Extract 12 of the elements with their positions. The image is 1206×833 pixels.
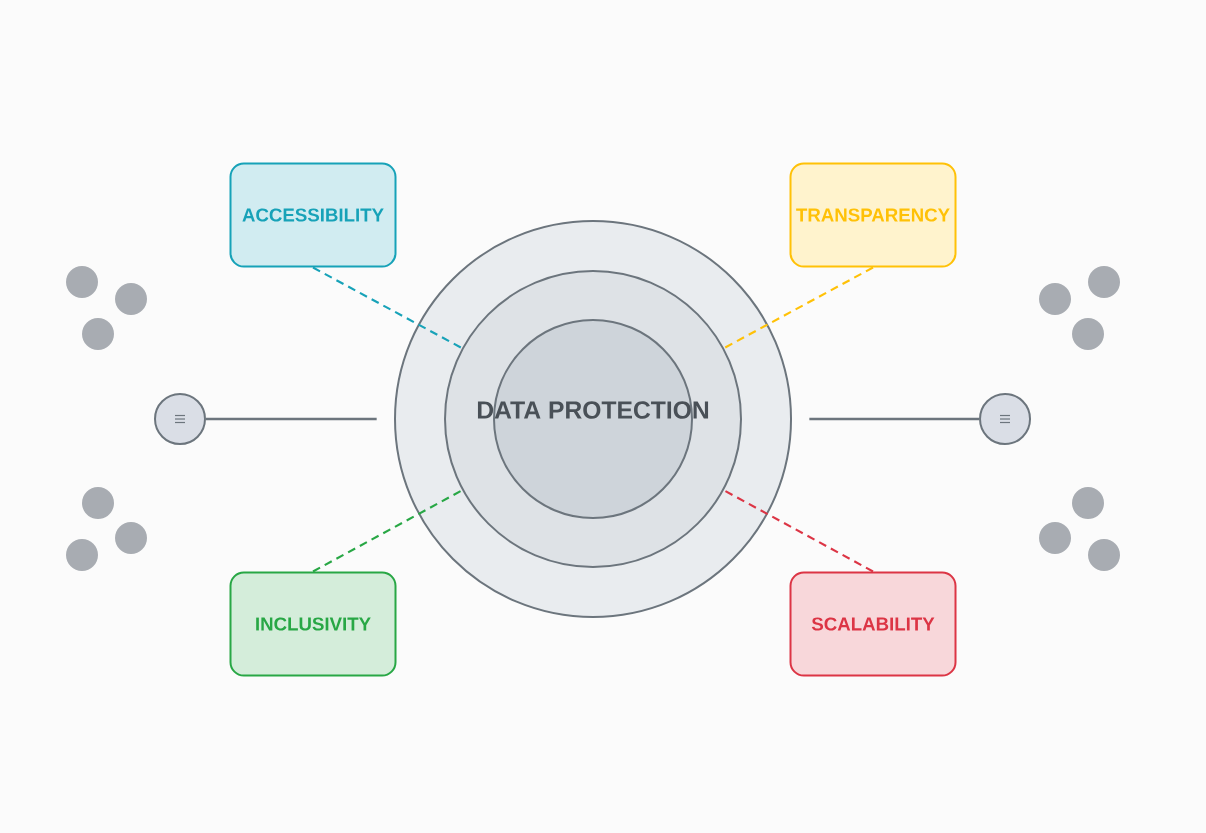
connector-line — [312, 266, 463, 350]
menu-icon — [154, 393, 206, 445]
connector-line — [723, 266, 874, 350]
connector-line — [723, 489, 874, 573]
connector-line — [312, 489, 463, 573]
rounded-box: SCALABILITY — [789, 571, 957, 677]
rounded-box: TRANSPARENCY — [789, 162, 957, 268]
menu-icon — [979, 393, 1031, 445]
connector-line — [809, 417, 979, 421]
rounded-box: INCLUSIVITY — [229, 571, 397, 677]
connector-line — [206, 417, 377, 421]
rounded-box: ACCESSIBILITY — [229, 162, 397, 268]
